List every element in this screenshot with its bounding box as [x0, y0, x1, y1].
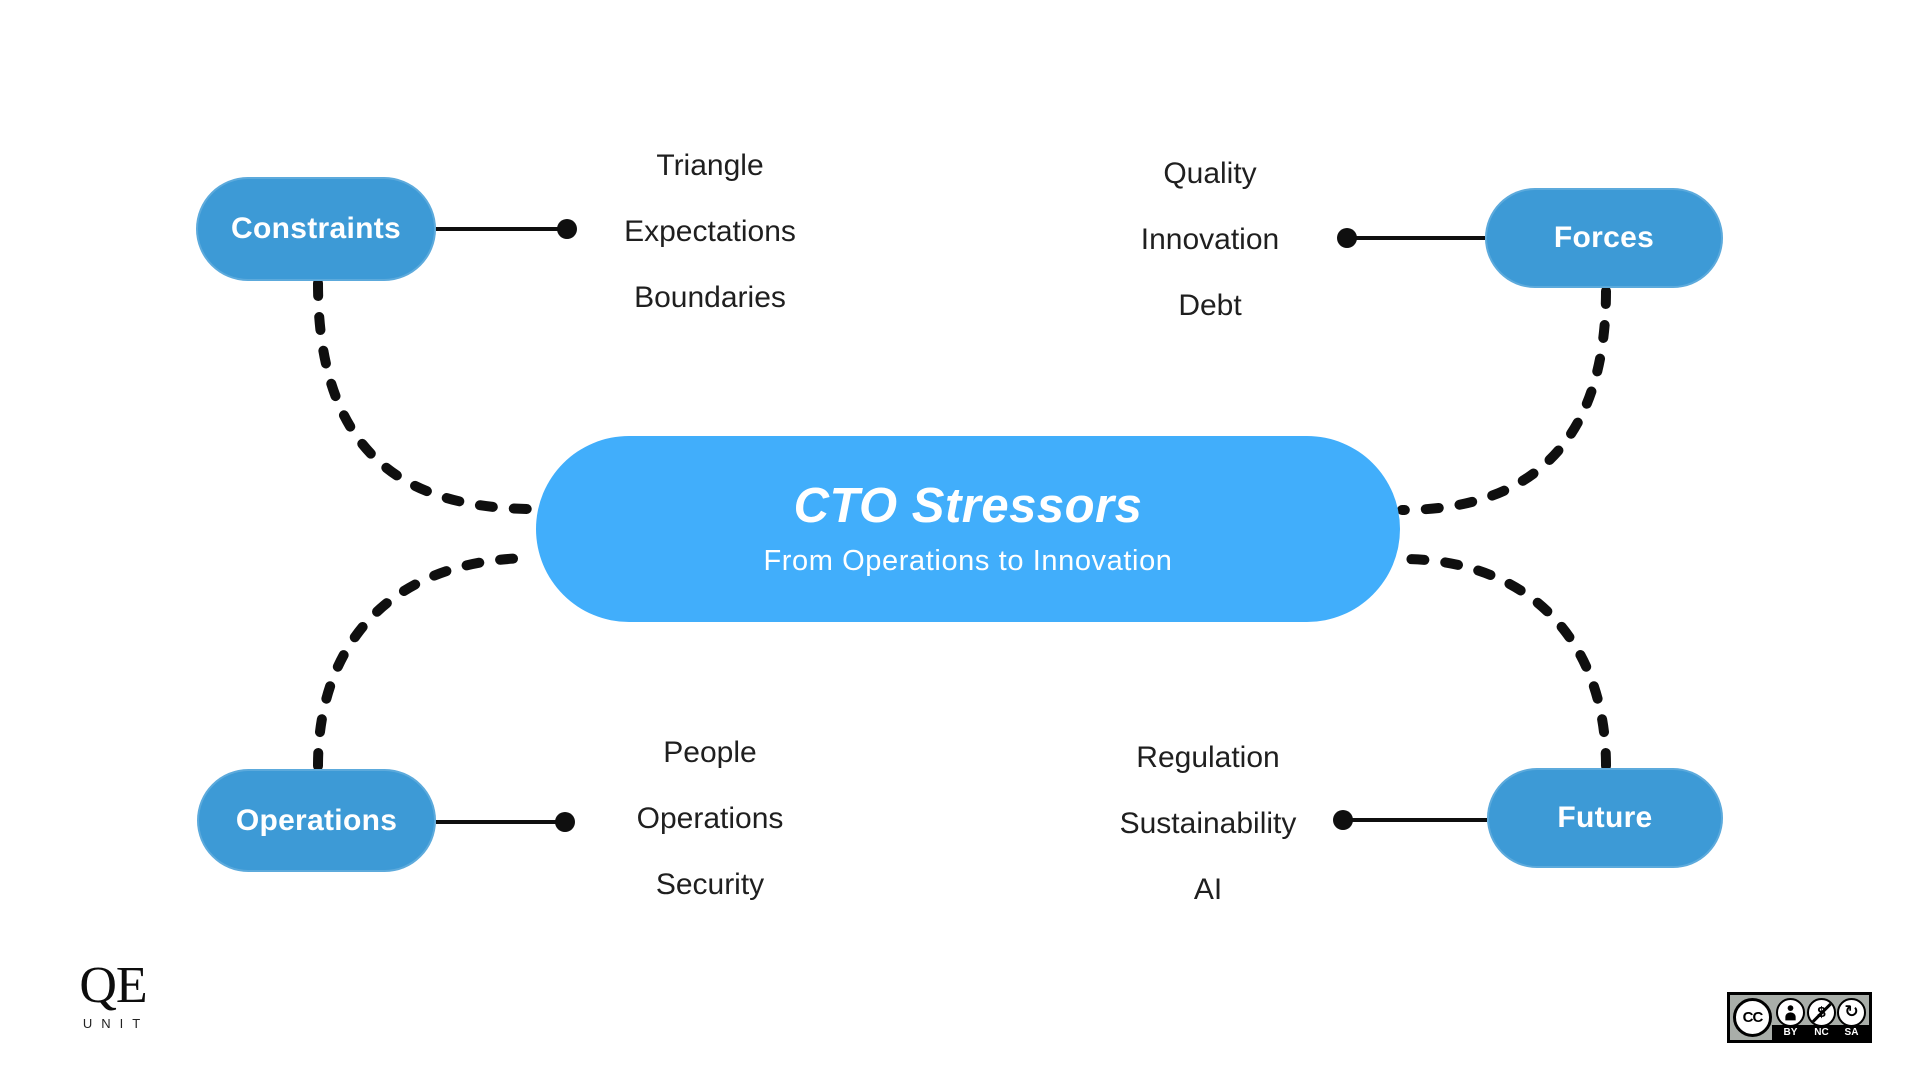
non-commercial-icon: $	[1807, 998, 1836, 1027]
item-label: Debt	[1178, 289, 1242, 322]
item-label: Operations	[636, 802, 784, 835]
node-forces: Forces	[1485, 188, 1723, 288]
qe-logo-subtext: UNIT	[82, 1016, 150, 1031]
cc-badge-strip	[1772, 1025, 1869, 1040]
center-node: CTO Stressors From Operations to Innovat…	[536, 436, 1400, 622]
center-title: CTO Stressors	[793, 478, 1143, 533]
operations-item-list: People Operations Security	[490, 720, 930, 918]
qe-logo-text: QE	[79, 957, 147, 1014]
attribution-person-icon	[1776, 998, 1805, 1027]
item-label: Regulation	[1136, 741, 1280, 774]
item-label: Innovation	[1140, 223, 1280, 256]
connector-dot-operations	[555, 812, 575, 832]
center-subtitle: From Operations to Innovation	[763, 545, 1173, 578]
node-forces-label: Forces	[1553, 221, 1655, 254]
cc-label-nc: NC	[1814, 1027, 1829, 1038]
qe-unit-logo: QE UNIT	[70, 957, 156, 1032]
future-item-list: Regulation Sustainability AI	[988, 725, 1428, 923]
item-label: Security	[655, 868, 765, 901]
item-label: Quality	[1163, 157, 1257, 190]
item-label: AI	[1193, 873, 1223, 906]
cc-label-sa: SA	[1844, 1027, 1859, 1038]
connector-dot-future	[1333, 810, 1353, 830]
node-future: Future	[1487, 768, 1723, 868]
node-future-label: Future	[1557, 801, 1653, 834]
node-constraints-label: Constraints	[231, 212, 401, 245]
cc-label-by: BY	[1783, 1027, 1798, 1038]
constraints-item-list: Triangle Expectations Boundaries	[490, 133, 930, 331]
forces-item-list: Quality Innovation Debt	[990, 141, 1430, 339]
cc-icon: CC	[1733, 998, 1772, 1037]
node-operations: Operations	[197, 769, 436, 872]
node-operations-label: Operations	[235, 803, 398, 837]
dashed-connector-operations-center	[313, 553, 539, 771]
item-label: Triangle	[656, 149, 764, 182]
person-icon	[1785, 1005, 1796, 1021]
cc-icon-glyph: CC	[1742, 1009, 1764, 1026]
share-alike-icon: ↻	[1837, 998, 1866, 1027]
node-constraints: Constraints	[196, 177, 436, 281]
dashed-connector-constraints-center	[313, 278, 539, 514]
connector-dot-forces	[1337, 228, 1357, 248]
cc-license-badge: CC $ ↻ BY NC SA	[1727, 992, 1872, 1043]
item-label: Expectations	[624, 215, 796, 248]
dashed-connector-future-center	[1397, 554, 1611, 771]
item-label: Sustainability	[1119, 807, 1297, 840]
sa-arrow-glyph: ↻	[1844, 1002, 1859, 1022]
connector-dot-constraints	[557, 219, 577, 239]
dashed-connector-forces-center	[1397, 286, 1611, 515]
item-label: People	[663, 736, 757, 769]
item-label: Boundaries	[634, 281, 786, 314]
